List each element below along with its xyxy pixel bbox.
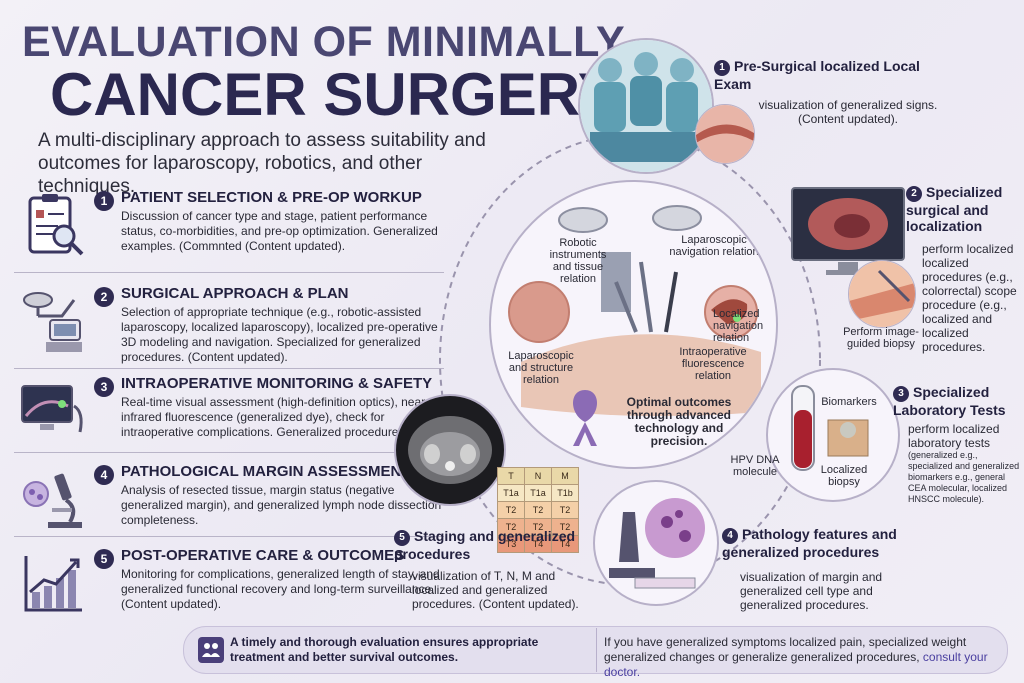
staging-cell: T2	[551, 501, 579, 519]
surgical-robot-icon	[23, 292, 82, 352]
endoscopy-monitor-icon	[791, 187, 905, 275]
step-title: INTRAOPERATIVE MONITORING & SAFETY	[121, 375, 433, 392]
page-title-line2: CANCER SURGERY	[50, 61, 618, 128]
laboratory-illustration: Biomarkers Localized biopsy	[766, 368, 900, 502]
label-robotic-instruments: Robotic instruments and tissue relation	[549, 237, 607, 285]
step-title: PATIENT SELECTION & PRE-OP WORKUP	[121, 189, 422, 206]
clipboard-magnifier-icon	[28, 194, 84, 256]
divider	[14, 536, 444, 537]
biopsy-tissue-inset	[848, 260, 916, 328]
step-title: PATHOLOGICAL MARGIN ASSESSMENT	[121, 463, 411, 480]
footer-divider	[596, 628, 597, 672]
step-body: Monitoring for complications, generalize…	[121, 567, 440, 611]
label-localized-navigation: Localized navigation relation	[713, 308, 764, 344]
step-number: 3	[893, 386, 909, 402]
step-number: 1	[714, 60, 730, 76]
label-intraoperative-fluorescence: Intraoperative fluorescence relation	[679, 346, 747, 382]
ct-scan-illustration	[394, 394, 506, 506]
right-step5-body: visualization of T, N, M and localized a…	[412, 569, 579, 611]
staging-cell: T1a	[524, 484, 552, 502]
right-step4-body: visualization of margin and generalized …	[740, 570, 883, 612]
right-step3-small: (generalized e.g., specialized and gener…	[908, 450, 1020, 504]
staging-cell: T4	[524, 535, 552, 553]
staging-cell: T1b	[551, 484, 579, 502]
monitor-camera-icon	[21, 385, 83, 433]
hpv-dna-label: HPV DNA molecule	[730, 454, 780, 478]
rising-chart-icon	[24, 556, 82, 612]
label-laparoscopic-structure: Laparoscopic and structure relation	[508, 350, 574, 386]
step-body: Analysis of resected tissue, margin stat…	[121, 483, 442, 527]
right-step2-body: perform localized localized procedures (…	[922, 242, 1017, 354]
step-body: Discussion of cancer type and stage, pat…	[121, 209, 438, 253]
staging-table: T N M T1a T1a T1b T2 T2 T2 T2 T2 T2 T3 T…	[497, 467, 579, 553]
footer-right-text: If you have generalized symptoms localiz…	[604, 635, 988, 679]
surgeons-team-illustration	[578, 38, 714, 174]
step-number: 3	[94, 377, 114, 397]
footer-left-text: A timely and thorough evaluation ensures…	[230, 635, 539, 664]
step-title: SURGICAL APPROACH & PLAN	[121, 285, 349, 302]
people-group-icon	[198, 637, 224, 663]
tissue-detail-inset	[695, 104, 755, 164]
step-number: 2	[906, 186, 922, 202]
staging-header-cell: N	[524, 467, 552, 485]
label-laparoscopic-navigation: Laparoscopic navigation relation	[669, 234, 759, 258]
divider	[14, 368, 444, 369]
step-body: Real-time visual assessment (high-defini…	[121, 395, 430, 439]
pathology-illustration	[593, 480, 719, 606]
step-number: 4	[722, 528, 738, 544]
step-number: 4	[94, 465, 114, 485]
microscope-icon	[23, 473, 82, 528]
staging-cell: T4	[551, 535, 579, 553]
footer-banner: A timely and thorough evaluation ensures…	[183, 626, 1008, 679]
center-procedure-illustration: Robotic instruments and tissue relation …	[489, 180, 778, 469]
image-guided-biopsy-label: Perform image-guided biopsy	[843, 326, 919, 350]
awareness-ribbon-icon	[573, 390, 597, 446]
staging-header-cell: T	[497, 467, 525, 485]
staging-cell: T1a	[497, 484, 525, 502]
step-number: 2	[94, 287, 114, 307]
page-subtitle: A multi-disciplinary approach to assess …	[38, 130, 486, 197]
optimal-outcomes-text: Optimal outcomes through advanced techno…	[626, 395, 732, 448]
step-title: POST-OPERATIVE CARE & OUTCOMES	[121, 547, 405, 564]
localized-biopsy-label: Localized biopsy	[820, 464, 868, 488]
divider	[14, 272, 444, 273]
step-body: Selection of appropriate technique (e.g.…	[121, 305, 438, 364]
staging-cell: T2	[524, 501, 552, 519]
step-number: 5	[394, 530, 410, 546]
right-step3-body: perform localized laboratory tests	[908, 422, 1000, 450]
staging-header-cell: M	[551, 467, 579, 485]
step-number: 5	[94, 549, 114, 569]
step-number: 1	[94, 191, 114, 211]
right-step1-body: visualization of generalized signs. (Con…	[758, 98, 938, 126]
page-title-line1: EVALUATION OF MINIMALLY	[22, 18, 626, 66]
staging-cell: T2	[497, 501, 525, 519]
divider	[14, 452, 444, 453]
consult-doctor-link[interactable]: consult your doctor.	[604, 650, 988, 679]
biomarkers-label: Biomarkers	[821, 396, 877, 408]
